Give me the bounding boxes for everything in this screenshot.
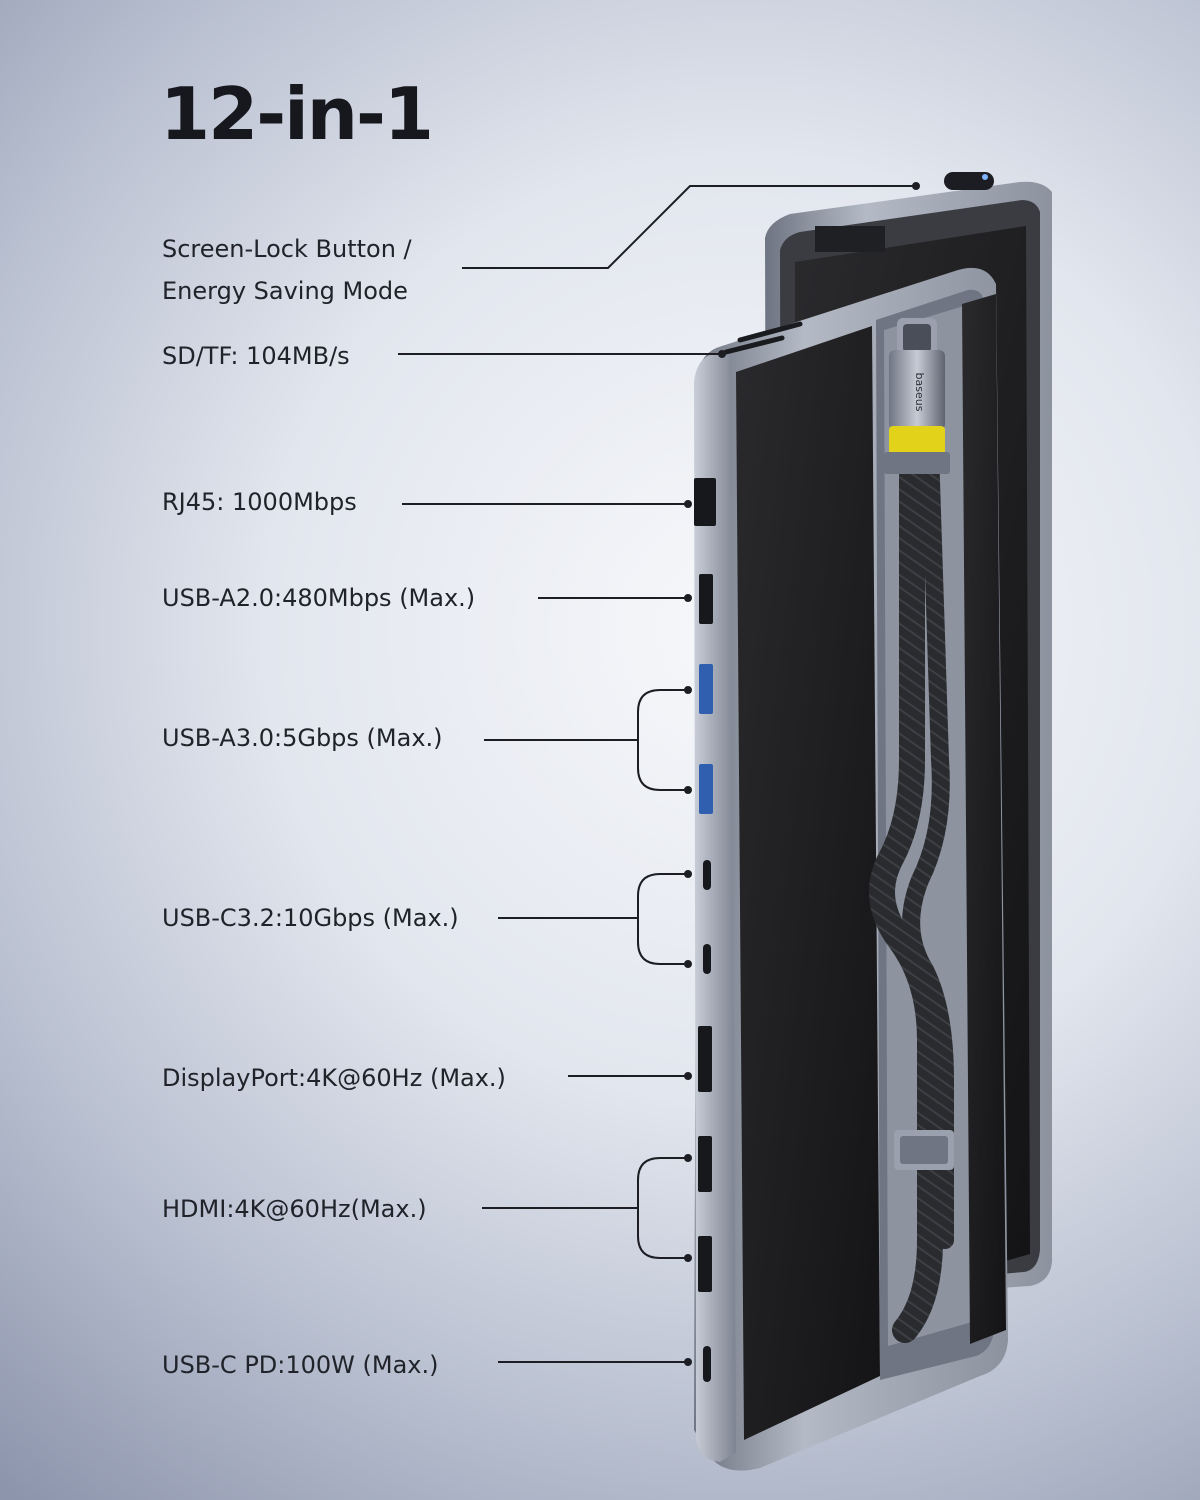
callout-hdmi-bracket bbox=[637, 1157, 688, 1259]
callout-lines bbox=[398, 182, 920, 1366]
spec-usb-a3: USB-A3.0:5Gbps (Max.) bbox=[162, 724, 443, 752]
spec-rj45: RJ45: 1000Mbps bbox=[162, 488, 357, 516]
hdmi-port-2-icon bbox=[698, 1236, 712, 1292]
connector-brand-text: baseus bbox=[913, 373, 926, 412]
usb-c-cable: baseus bbox=[869, 318, 954, 1343]
spec-usb-c-pd: USB-C PD:100W (Max.) bbox=[162, 1351, 439, 1379]
headline-title: 12-in-1 bbox=[160, 72, 434, 156]
usb-c-port-2-icon bbox=[703, 944, 711, 974]
spec-hdmi: HDMI:4K@60Hz(Max.) bbox=[162, 1195, 427, 1223]
hdmi-port-1-icon bbox=[698, 1136, 712, 1192]
spec-sd-tf: SD/TF: 104MB/s bbox=[162, 342, 350, 370]
port-row bbox=[694, 478, 716, 1382]
rj45-port-icon bbox=[694, 478, 716, 526]
callout-usb-a3-bracket bbox=[637, 689, 688, 791]
spec-screen-lock-line-1: Screen-Lock Button / bbox=[162, 235, 412, 263]
usb-c-port-1-icon bbox=[703, 860, 711, 890]
usb-c-pd-port-icon bbox=[703, 1346, 711, 1382]
spec-usb-c32: USB-C3.2:10Gbps (Max.) bbox=[162, 904, 459, 932]
spec-screen-lock-line-2: Energy Saving Mode bbox=[162, 277, 408, 305]
connector-accent bbox=[889, 426, 945, 456]
spec-displayport: DisplayPort:4K@60Hz (Max.) bbox=[162, 1064, 506, 1092]
usb-a2-port-icon bbox=[699, 574, 713, 624]
displayport-icon bbox=[698, 1026, 712, 1092]
screen-lock-button-icon bbox=[944, 172, 994, 190]
cable-clip-top bbox=[884, 452, 950, 474]
callout-screen-lock bbox=[462, 185, 916, 269]
front-unit bbox=[694, 267, 1008, 1471]
usb-a3-port-2-icon bbox=[699, 764, 713, 814]
sd-tf-slots bbox=[723, 321, 803, 355]
callout-usb-c32-bracket bbox=[637, 873, 688, 965]
spec-usb-a2: USB-A2.0:480Mbps (Max.) bbox=[162, 584, 476, 612]
usb-a3-port-1-icon bbox=[699, 664, 713, 714]
